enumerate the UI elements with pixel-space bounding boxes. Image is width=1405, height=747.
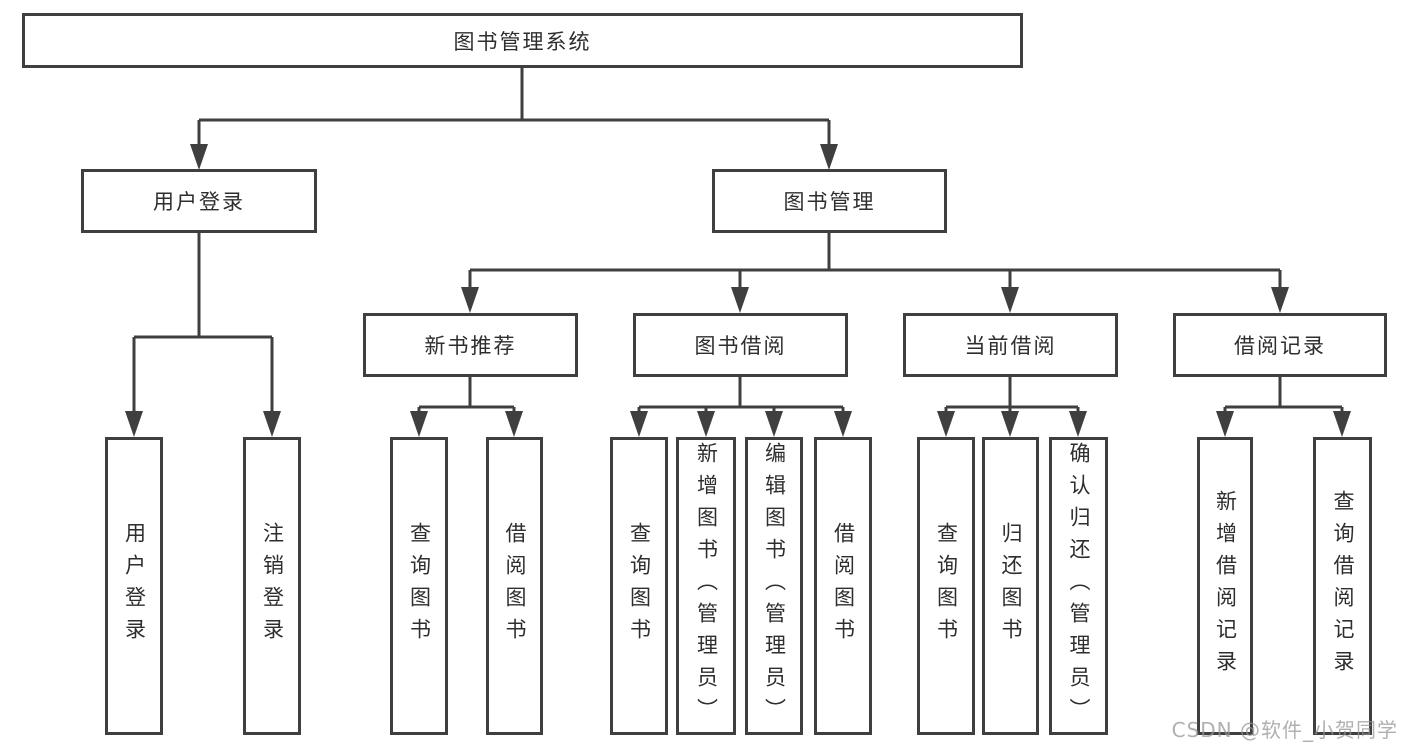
node-library-management-system-label: 图书管理系统	[453, 29, 592, 54]
connector-borrow-record-branch	[1223, 377, 1344, 420]
node-current-borrowing: 当前借阅	[903, 313, 1118, 377]
node-leaf-query-borrow-record: 查询借阅记录	[1313, 437, 1372, 735]
node-leaf-add-borrow-record-label: 新增借阅记录	[1213, 490, 1238, 682]
connector-book-borrow-branch	[637, 377, 845, 420]
csdn-watermark: CSDN @软件_小贺同学	[1171, 718, 1398, 742]
connector-current-borrow-branch	[944, 377, 1080, 420]
node-book-borrowing: 图书借阅	[633, 313, 848, 377]
node-leaf-edit-books-admin-label: 编辑图书（管理员）	[762, 442, 787, 730]
node-leaf-query-books-recommend-label: 查询图书	[407, 522, 432, 650]
node-leaf-logout: 注销登录	[243, 437, 301, 735]
node-leaf-logout-label: 注销登录	[260, 522, 285, 650]
node-leaf-return-books-label: 归还图书	[999, 522, 1023, 650]
node-leaf-add-borrow-record: 新增借阅记录	[1197, 437, 1253, 735]
connector-user-login-branch	[132, 233, 274, 418]
node-leaf-query-borrow-record-label: 查询借阅记录	[1331, 490, 1355, 682]
node-borrowing-records: 借阅记录	[1173, 313, 1387, 377]
connector-book-management-branch	[468, 233, 1282, 294]
node-leaf-query-books-current-label: 查询图书	[934, 522, 959, 650]
node-new-book-recommend: 新书推荐	[363, 313, 578, 377]
node-current-borrowing-label: 当前借阅	[964, 334, 1057, 358]
node-book-management-module: 图书管理	[712, 169, 947, 233]
node-user-login-module-label: 用户登录	[153, 190, 245, 214]
node-leaf-borrow-books-recommend-label: 借阅图书	[503, 522, 527, 650]
node-leaf-query-books-borrowing: 查询图书	[610, 437, 668, 735]
node-leaf-user-login-label: 用户登录	[122, 522, 147, 650]
node-leaf-edit-books-admin: 编辑图书（管理员）	[745, 437, 803, 735]
node-leaf-query-books-recommend: 查询图书	[390, 437, 448, 735]
node-leaf-add-books-admin-label: 新增图书（管理员）	[694, 442, 719, 730]
node-leaf-borrow-books: 借阅图书	[814, 437, 872, 735]
node-book-management-module-label: 图书管理	[783, 190, 876, 214]
node-leaf-borrow-books-recommend: 借阅图书	[486, 437, 543, 735]
node-leaf-user-login: 用户登录	[105, 437, 163, 735]
node-leaf-add-books-admin: 新增图书（管理员）	[676, 437, 736, 735]
node-leaf-borrow-books-label: 借阅图书	[831, 522, 856, 650]
connector-new-book-branch	[417, 377, 516, 420]
node-new-book-recommend-label: 新书推荐	[424, 334, 517, 358]
node-borrowing-records-label: 借阅记录	[1234, 334, 1326, 358]
connector-root-to-level2	[197, 68, 831, 150]
node-leaf-query-books-current: 查询图书	[917, 437, 975, 735]
node-book-borrowing-label: 图书借阅	[694, 334, 787, 358]
node-leaf-return-books: 归还图书	[982, 437, 1039, 735]
node-library-management-system: 图书管理系统	[22, 13, 1023, 68]
node-leaf-confirm-return-admin: 确认归还（管理员）	[1049, 437, 1108, 735]
node-leaf-confirm-return-admin-label: 确认归还（管理员）	[1067, 442, 1091, 730]
node-leaf-query-books-borrowing-label: 查询图书	[627, 522, 652, 650]
node-user-login-module: 用户登录	[81, 169, 317, 233]
